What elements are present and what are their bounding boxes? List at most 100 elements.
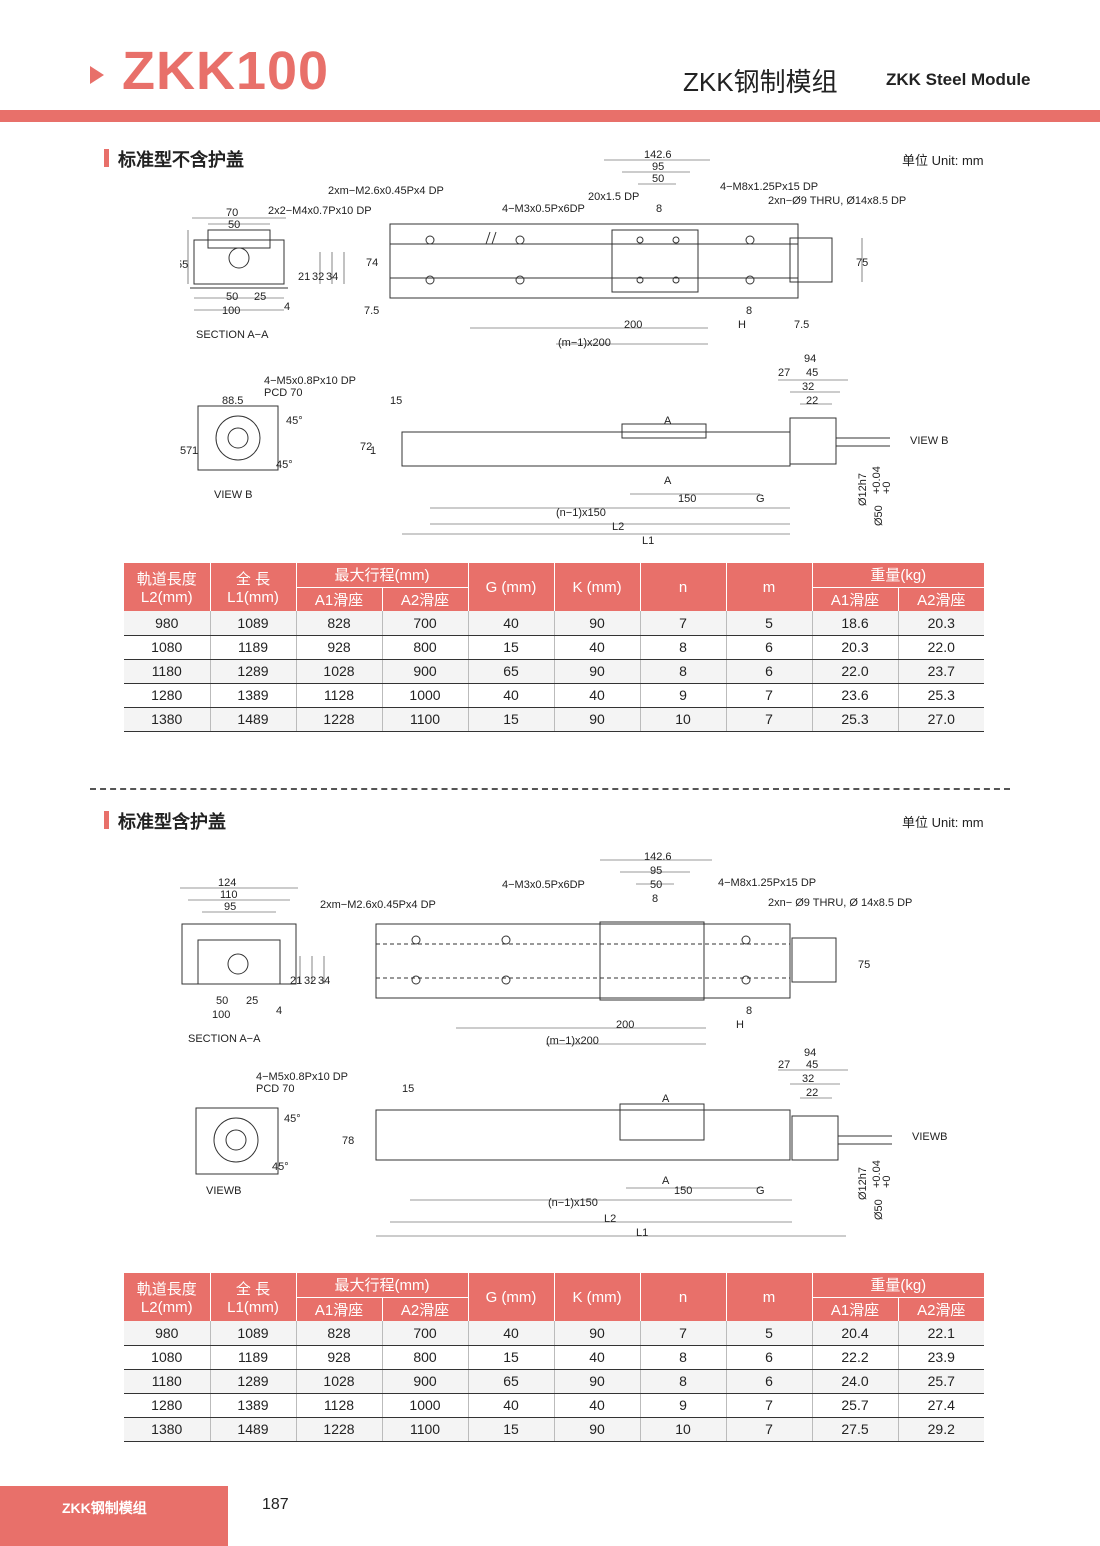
table-cell: 18.6 bbox=[812, 611, 899, 636]
dim-label: 55 bbox=[180, 259, 188, 271]
table-cell: 800 bbox=[382, 635, 469, 660]
section-mark: A bbox=[662, 1175, 670, 1187]
dim-label: 75 bbox=[856, 257, 868, 269]
col-k: K (mm) bbox=[554, 563, 641, 611]
dim-label: 21 bbox=[290, 975, 302, 987]
col-weight-a2: A2滑座 bbox=[898, 1296, 985, 1321]
table-cell: 700 bbox=[382, 611, 469, 636]
dim-label: 45° bbox=[272, 1161, 289, 1173]
table-cell: 1189 bbox=[210, 1345, 297, 1370]
table-cell: 6 bbox=[726, 635, 813, 660]
dim-label: 78 bbox=[342, 1135, 354, 1147]
note-label: 2xm−M2.6x0.45Px4 DP bbox=[328, 185, 444, 197]
table-cell: 9 bbox=[640, 683, 727, 708]
dim-label: 8 bbox=[652, 893, 658, 905]
table-cell: 9 bbox=[640, 1393, 727, 1418]
dim-label: 50 bbox=[228, 219, 240, 231]
table-cell: 1280 bbox=[124, 1393, 211, 1418]
dim-label: 75 bbox=[858, 959, 870, 971]
table-cell: 90 bbox=[554, 659, 641, 684]
dim-label: 32 bbox=[312, 271, 324, 283]
table-cell: 1189 bbox=[210, 635, 297, 660]
note-label: 2x2−M4x0.7Px10 DP bbox=[268, 205, 372, 217]
dim-label: 50 bbox=[652, 173, 664, 185]
dim-label: 95 bbox=[652, 161, 664, 173]
note-label: 4−M3x0.5Px6DP bbox=[502, 879, 585, 891]
dim-label: Ø50 bbox=[873, 1199, 885, 1220]
dim-label: 22 bbox=[806, 395, 818, 407]
dim-label: H bbox=[738, 319, 746, 331]
unit-label: 单位 Unit: mm bbox=[902, 153, 984, 168]
dim-label: Ø12h7 bbox=[857, 1167, 869, 1200]
table-cell: 1028 bbox=[296, 659, 383, 684]
dim-label: 70 bbox=[226, 207, 238, 219]
table-cell: 65 bbox=[468, 659, 555, 684]
footer-label: ZKK钢制模组 bbox=[62, 1500, 147, 1516]
table-cell: 22.2 bbox=[812, 1345, 899, 1370]
dim-label: 7.5 bbox=[364, 305, 379, 317]
table-cell: 65 bbox=[468, 1369, 555, 1394]
dim-label: 95 bbox=[650, 865, 662, 877]
table-cell: 1089 bbox=[210, 611, 297, 636]
table-cell: 1000 bbox=[382, 683, 469, 708]
dim-label: 8 bbox=[746, 1005, 752, 1017]
dim-label: +0 bbox=[881, 1175, 893, 1188]
dim-label: 34 bbox=[326, 271, 338, 283]
table-cell: 6 bbox=[726, 1345, 813, 1370]
dim-label: 45° bbox=[284, 1113, 301, 1125]
table-cell: 1028 bbox=[296, 1369, 383, 1394]
table-cell: 25.7 bbox=[812, 1393, 899, 1418]
table-cell: 27.0 bbox=[898, 707, 985, 732]
table-cell: 25.3 bbox=[812, 707, 899, 732]
note-label: 2xm−M2.6x0.45Px4 DP bbox=[320, 899, 436, 911]
table-cell: 40 bbox=[468, 683, 555, 708]
col-n: n bbox=[640, 1273, 727, 1321]
view-label: VIEW B bbox=[214, 489, 253, 501]
table-cell: 1080 bbox=[124, 635, 211, 660]
header-arrow-icon bbox=[90, 66, 104, 84]
drawing-with-cover: 124 110 95 2xm−M2.6x0.45Px4 DP 4−M3x0.5P… bbox=[126, 848, 980, 1258]
section-marker bbox=[104, 811, 109, 829]
table-cell: 800 bbox=[382, 1345, 469, 1370]
dim-label: 57 bbox=[180, 445, 192, 457]
table-cell: 1100 bbox=[382, 1417, 469, 1442]
table-cell: 40 bbox=[554, 635, 641, 660]
dim-label: 15 bbox=[390, 395, 402, 407]
dim-label: 32 bbox=[802, 1073, 814, 1085]
col-m: m bbox=[726, 563, 813, 611]
table-cell: 22.1 bbox=[898, 1321, 985, 1346]
table-cell: 1380 bbox=[124, 707, 211, 732]
dim-label: 22 bbox=[806, 1087, 818, 1099]
table-cell: 90 bbox=[554, 1321, 641, 1346]
note-label: 20x1.5 DP bbox=[588, 191, 639, 203]
dim-label: 27 bbox=[778, 1059, 790, 1071]
dim-label: 7.5 bbox=[794, 319, 809, 331]
view-label: VIEW B bbox=[910, 435, 949, 447]
table-cell: 40 bbox=[554, 683, 641, 708]
table-cell: 7 bbox=[640, 611, 727, 636]
section-label: SECTION A−A bbox=[188, 1033, 261, 1045]
section-marker bbox=[104, 149, 109, 167]
dim-label: 200 bbox=[624, 319, 642, 331]
dim-label: H bbox=[736, 1019, 744, 1031]
table-cell: 1128 bbox=[296, 683, 383, 708]
table-cell: 928 bbox=[296, 1345, 383, 1370]
table-cell: 1000 bbox=[382, 1393, 469, 1418]
col-stroke-a2: A2滑座 bbox=[382, 586, 469, 611]
table-cell: 90 bbox=[554, 1369, 641, 1394]
dim-label: 1 bbox=[192, 445, 198, 457]
dim-label: (n−1)x150 bbox=[548, 1197, 598, 1209]
table-cell: 980 bbox=[124, 611, 211, 636]
dim-label: 50 bbox=[216, 995, 228, 1007]
dim-label: 50 bbox=[650, 879, 662, 891]
table-cell: 20.4 bbox=[812, 1321, 899, 1346]
col-max-stroke: 最大行程(mm) bbox=[296, 563, 469, 587]
header-bar bbox=[0, 110, 1100, 122]
col-stroke-a1: A1滑座 bbox=[296, 1296, 383, 1321]
table-cell: 6 bbox=[726, 1369, 813, 1394]
dim-label: 1 bbox=[370, 445, 376, 457]
